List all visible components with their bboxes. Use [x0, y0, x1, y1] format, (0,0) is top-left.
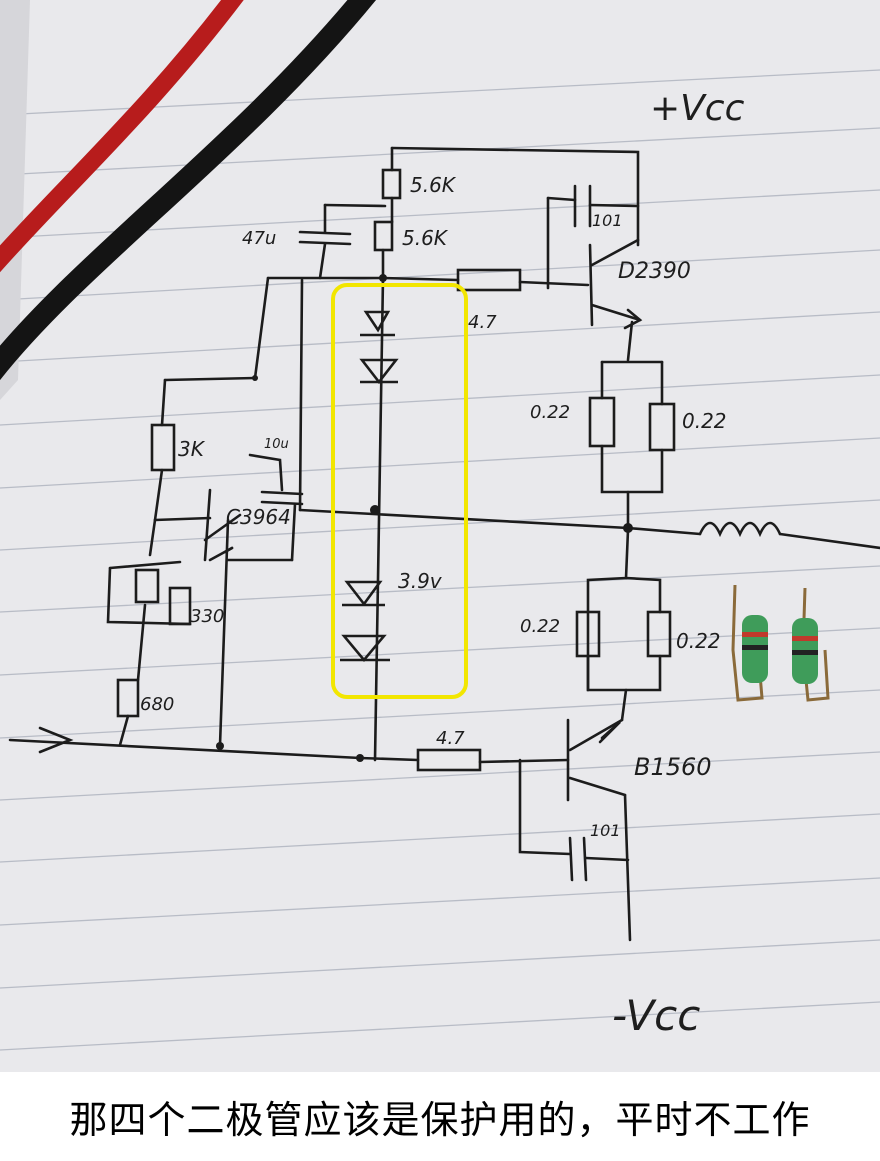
label-vcc-pos: +Vcc — [650, 88, 745, 129]
label-r-e4: 0.22 — [676, 629, 721, 653]
diode-symbols — [340, 310, 399, 663]
black-cable — [0, 0, 377, 381]
label-r-base-bot: 4.7 — [436, 728, 465, 749]
label-cap-bot: 101 — [590, 821, 621, 840]
ruled-lines — [0, 69, 880, 1051]
red-cable — [0, 0, 244, 273]
diode-highlight-box — [331, 283, 468, 699]
label-cap-47u: 47u — [242, 228, 276, 249]
label-r-top2: 5.6K — [402, 226, 449, 250]
circuit-photo: +Vcc -Vcc 5.6K 5.6K 47u 4.7 101 D2390 0.… — [0, 0, 880, 1072]
caption-bar: 那四个二极管应该是保护用的，平时不工作 — [0, 1072, 880, 1161]
schematic-drawing: +Vcc -Vcc 5.6K 5.6K 47u 4.7 101 D2390 0.… — [0, 0, 880, 1051]
label-cap-10u: 10u — [264, 437, 289, 452]
label-zener: 3.9v — [398, 569, 443, 593]
label-r-e2: 0.22 — [682, 409, 727, 433]
label-q-mid: C3964 — [226, 505, 291, 529]
paper-edge — [0, 0, 30, 400]
label-r-e3: 0.22 — [520, 616, 560, 637]
label-r-3k: 3K — [178, 437, 206, 461]
label-r-e1: 0.22 — [530, 402, 570, 423]
circuit-lines — [8, 146, 880, 942]
label-q-bot: B1560 — [634, 753, 712, 781]
label-r-330: 330 — [190, 606, 224, 627]
label-r-top1: 5.6K — [410, 173, 457, 197]
label-r-680: 680 — [140, 694, 174, 715]
junction-dots — [216, 274, 633, 762]
handwritten-labels: +Vcc -Vcc 5.6K 5.6K 47u 4.7 101 D2390 0.… — [140, 88, 745, 1040]
label-cap-top: 101 — [592, 211, 623, 230]
resistor-components — [731, 584, 830, 702]
label-r-base-top: 4.7 — [468, 312, 497, 333]
label-vcc-neg: -Vcc — [612, 991, 700, 1040]
label-q-top: D2390 — [618, 259, 691, 284]
caption-text: 那四个二极管应该是保护用的，平时不工作 — [69, 1098, 811, 1142]
